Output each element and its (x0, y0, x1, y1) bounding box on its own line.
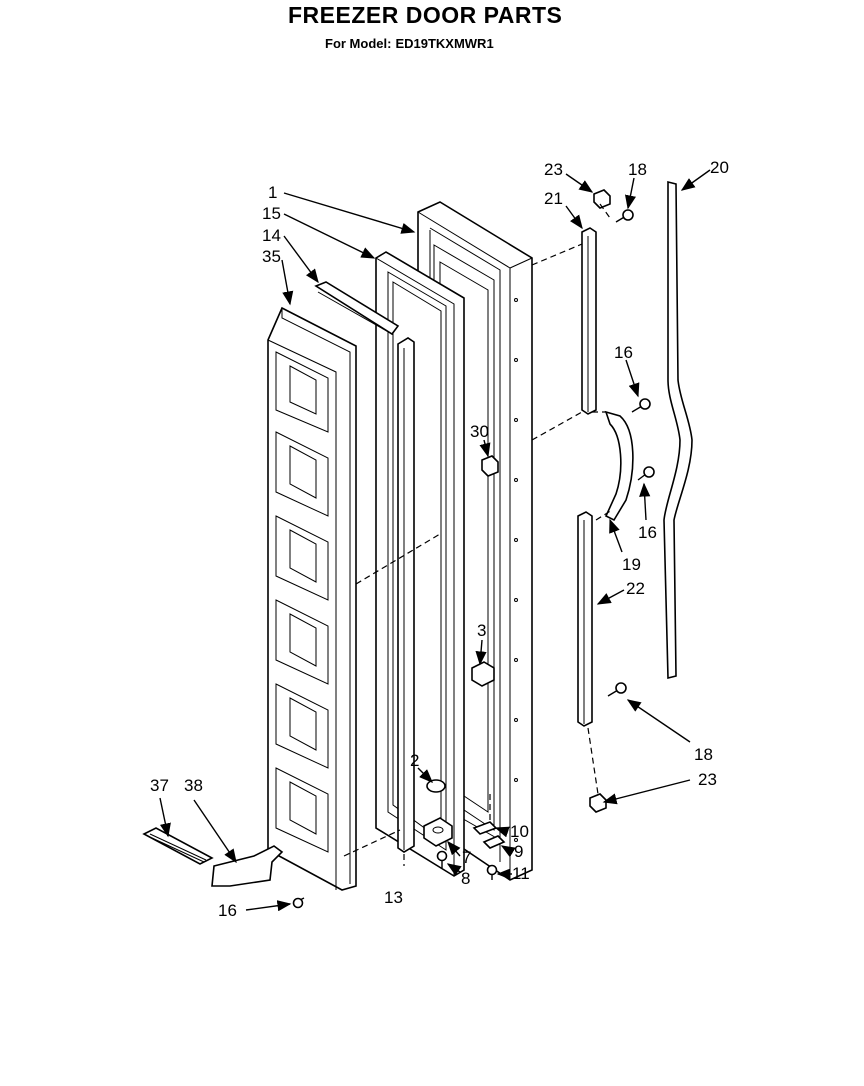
screw-part-18-bottom (607, 682, 627, 697)
callout-18-top: 18 (628, 160, 647, 179)
callout-9: 9 (514, 842, 523, 861)
page-title: FREEZER DOOR PARTS (288, 2, 563, 28)
callout-30: 30 (470, 422, 489, 441)
screw-part-11 (486, 864, 498, 880)
callout-23-bottom: 23 (698, 770, 717, 789)
screw-part-16-middle (637, 466, 655, 481)
screw-part-18-top (615, 209, 634, 223)
assembly-lines (343, 203, 613, 866)
handle-bracket-part-19 (604, 410, 634, 522)
clip-part-30 (481, 455, 499, 477)
cover-part-38 (211, 845, 284, 887)
shim-part-9 (482, 835, 506, 849)
hinge-plate-part-7 (423, 817, 453, 847)
top-trim-part-14 (314, 281, 400, 336)
callout-38: 38 (184, 776, 203, 795)
leader-lines (159, 169, 711, 912)
callout-19: 19 (622, 555, 641, 574)
callout-16-middle: 16 (638, 523, 657, 542)
callout-1: 1 (268, 183, 277, 202)
hinge-part-2 (426, 779, 446, 793)
handle-part-20 (663, 180, 693, 680)
callout-7: 7 (462, 848, 471, 867)
callout-13: 13 (384, 888, 403, 907)
callout-35: 35 (262, 247, 281, 266)
screw-part-16-upper (631, 398, 651, 413)
model-prefix: For Model: (325, 36, 392, 51)
end-cap-part-23-bottom (589, 793, 607, 813)
callout-22: 22 (626, 579, 645, 598)
callout-8: 8 (461, 869, 470, 888)
end-cap-part-23-top (593, 189, 611, 209)
model-line: For Model:ED19TKXMWR1 (325, 36, 498, 51)
model-number: ED19TKXMWR1 (395, 36, 494, 51)
callout-21: 21 (544, 189, 563, 208)
callout-37: 37 (150, 776, 169, 795)
callout-16-upper: 16 (614, 343, 633, 362)
trim-part-37 (142, 827, 214, 865)
callout-11: 11 (512, 864, 530, 883)
callout-labels: 1 15 14 35 23 18 20 21 16 30 16 19 22 3 … (150, 158, 729, 920)
callout-10: 10 (510, 822, 529, 841)
bracket-part-3 (471, 661, 495, 687)
callout-18-bottom: 18 (694, 745, 713, 764)
callout-16-bottom: 16 (218, 901, 237, 920)
screw-part-16-bottom (292, 897, 305, 909)
callout-14: 14 (262, 226, 281, 245)
upper-handle-trim-part-21 (581, 227, 597, 415)
door-gasket-part-15 (375, 251, 465, 877)
door-liner-part-35 (267, 306, 357, 891)
callout-23-top: 23 (544, 160, 563, 179)
hinge-strip-part-13 (397, 337, 415, 853)
screw-part-8 (436, 850, 448, 868)
callout-2: 2 (410, 751, 419, 770)
callout-3: 3 (477, 621, 486, 640)
callout-15: 15 (262, 204, 281, 223)
callout-20: 20 (710, 158, 729, 177)
lower-handle-trim-part-22 (577, 511, 593, 727)
